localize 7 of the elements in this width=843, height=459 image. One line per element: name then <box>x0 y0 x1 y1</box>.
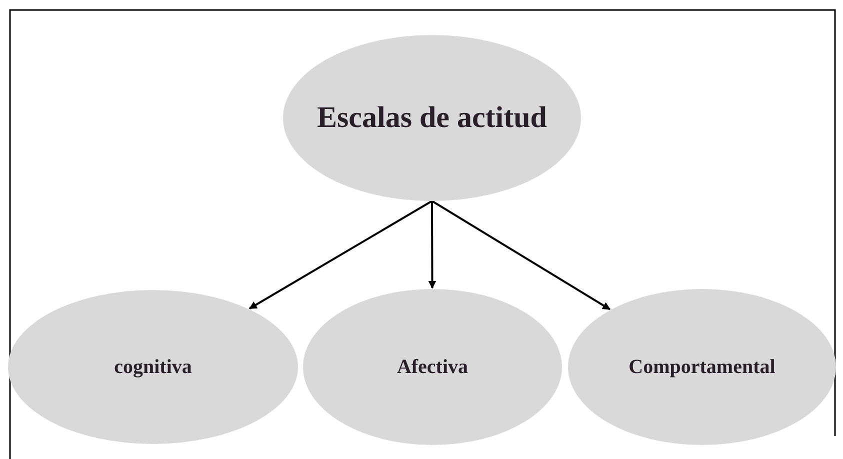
arrow <box>248 200 432 310</box>
node-label: Escalas de actitud <box>316 101 547 135</box>
arrow <box>431 200 611 310</box>
arrow <box>428 201 436 289</box>
node-label: Afectiva <box>396 356 468 378</box>
node-label: Comportamental <box>628 356 776 378</box>
node-label: cognitiva <box>114 356 192 378</box>
